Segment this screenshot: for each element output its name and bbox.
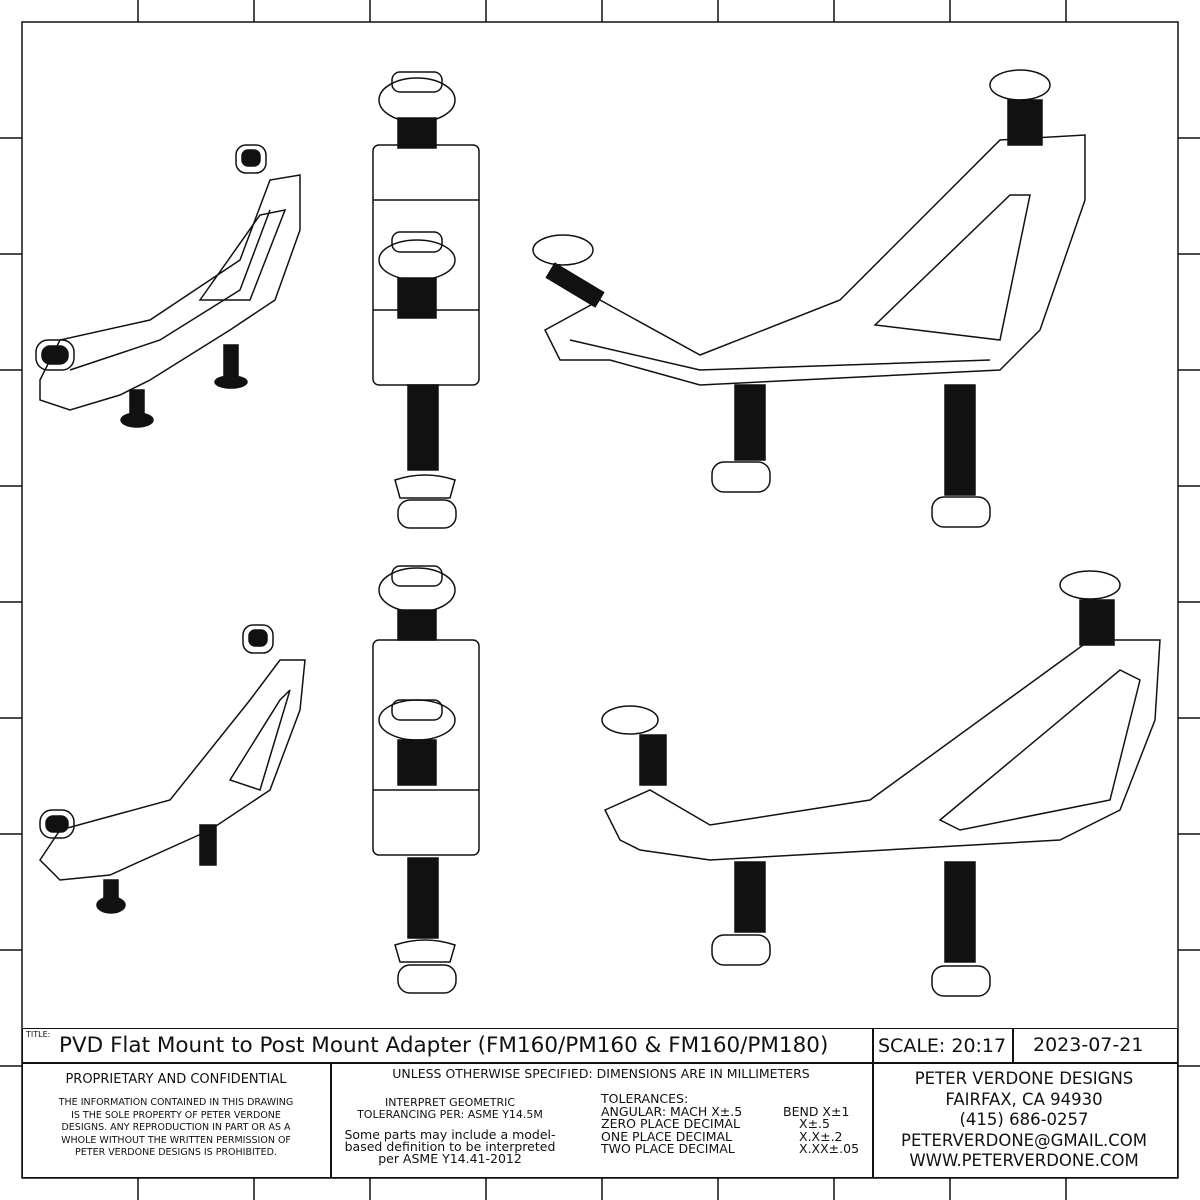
company-phone: (415) 686-0257 [959,1110,1089,1129]
front-view-pm180 [601,570,1161,997]
spec-heading: UNLESS OTHERWISE SPECIFIED: DIMENSIONS A… [392,1066,810,1081]
scale-cell: SCALE: 20:17 [872,1028,1014,1064]
tolerances-label: TOLERANCES: [601,1091,689,1106]
proprietary-line: IS THE SOLE PROPERTY OF PETER VERDONE [71,1109,281,1121]
drawing-title: PVD Flat Mount to Post Mount Adapter (FM… [59,1033,829,1058]
proprietary-line: THE INFORMATION CONTAINED IN THIS DRAWIN… [58,1097,294,1108]
proprietary-line: PETER VERDONE DESIGNS IS PROHIBITED. [75,1147,277,1158]
company-name: PETER VERDONE DESIGNS [914,1069,1134,1088]
title-cell: TITLE: PVD Flat Mount to Post Mount Adap… [22,1028,874,1064]
tolerance-name: ZERO PLACE DECIMAL [601,1116,740,1131]
tolerance-value: X±.5 [799,1116,830,1131]
company-email: PETERVERDONE@GMAIL.COM [901,1130,1147,1150]
gdt-line: TOLERANCING PER: ASME Y14.5M [357,1108,543,1121]
company-website: WWW.PETERVERDONE.COM [909,1151,1139,1170]
tolerance-name: ANGULAR: MACH X±.5 [601,1103,743,1119]
iso-view-pm180 [39,624,306,914]
tolerance-value: X.X±.2 [799,1128,843,1144]
proprietary-line: DESIGNS. ANY REPRODUCTION IN PART OR AS … [61,1122,291,1133]
title-label: TITLE: [26,1030,51,1039]
proprietary-cell: PROPRIETARY AND CONFIDENTIAL THE INFORMA… [22,1062,332,1178]
mbd-line: based definition to be interpreted [344,1139,556,1154]
sheet-border [21,21,1179,1179]
scale: SCALE: 20:17 [878,1035,1007,1057]
side-view-pm160 [372,71,480,529]
tolerance-value: BEND X±1 [783,1103,850,1119]
company-address: FAIRFAX, CA 94930 [945,1089,1103,1109]
tolerance-value: X.XX±.05 [799,1141,860,1156]
company-cell: PETER VERDONE DESIGNS FAIRFAX, CA 94930 … [872,1062,1178,1178]
side-view-pm180 [372,565,480,994]
tolerance-name: ONE PLACE DECIMAL [601,1128,733,1144]
iso-view-pm160 [35,144,301,428]
date-cell: 2023-07-21 [1012,1028,1178,1064]
spec-cell: UNLESS OTHERWISE SPECIFIED: DIMENSIONS A… [330,1062,874,1178]
tolerances: TOLERANCES: ANGULAR: MACH X±.5 BEND X±1 Z… [601,1091,860,1156]
date: 2023-07-21 [1033,1034,1144,1056]
proprietary-heading: PROPRIETARY AND CONFIDENTIAL [65,1072,287,1087]
gdt-line: INTERPRET GEOMETRIC [384,1096,516,1109]
tolerance-name: TWO PLACE DECIMAL [601,1141,735,1156]
mbd-line: Some parts may include a model- [344,1127,556,1142]
proprietary-line: WHOLE WITHOUT THE WRITTEN PERMISSION OF [61,1134,291,1146]
mbd-line: per ASME Y14.41-2012 [378,1151,522,1166]
front-view-pm160 [532,69,1086,528]
